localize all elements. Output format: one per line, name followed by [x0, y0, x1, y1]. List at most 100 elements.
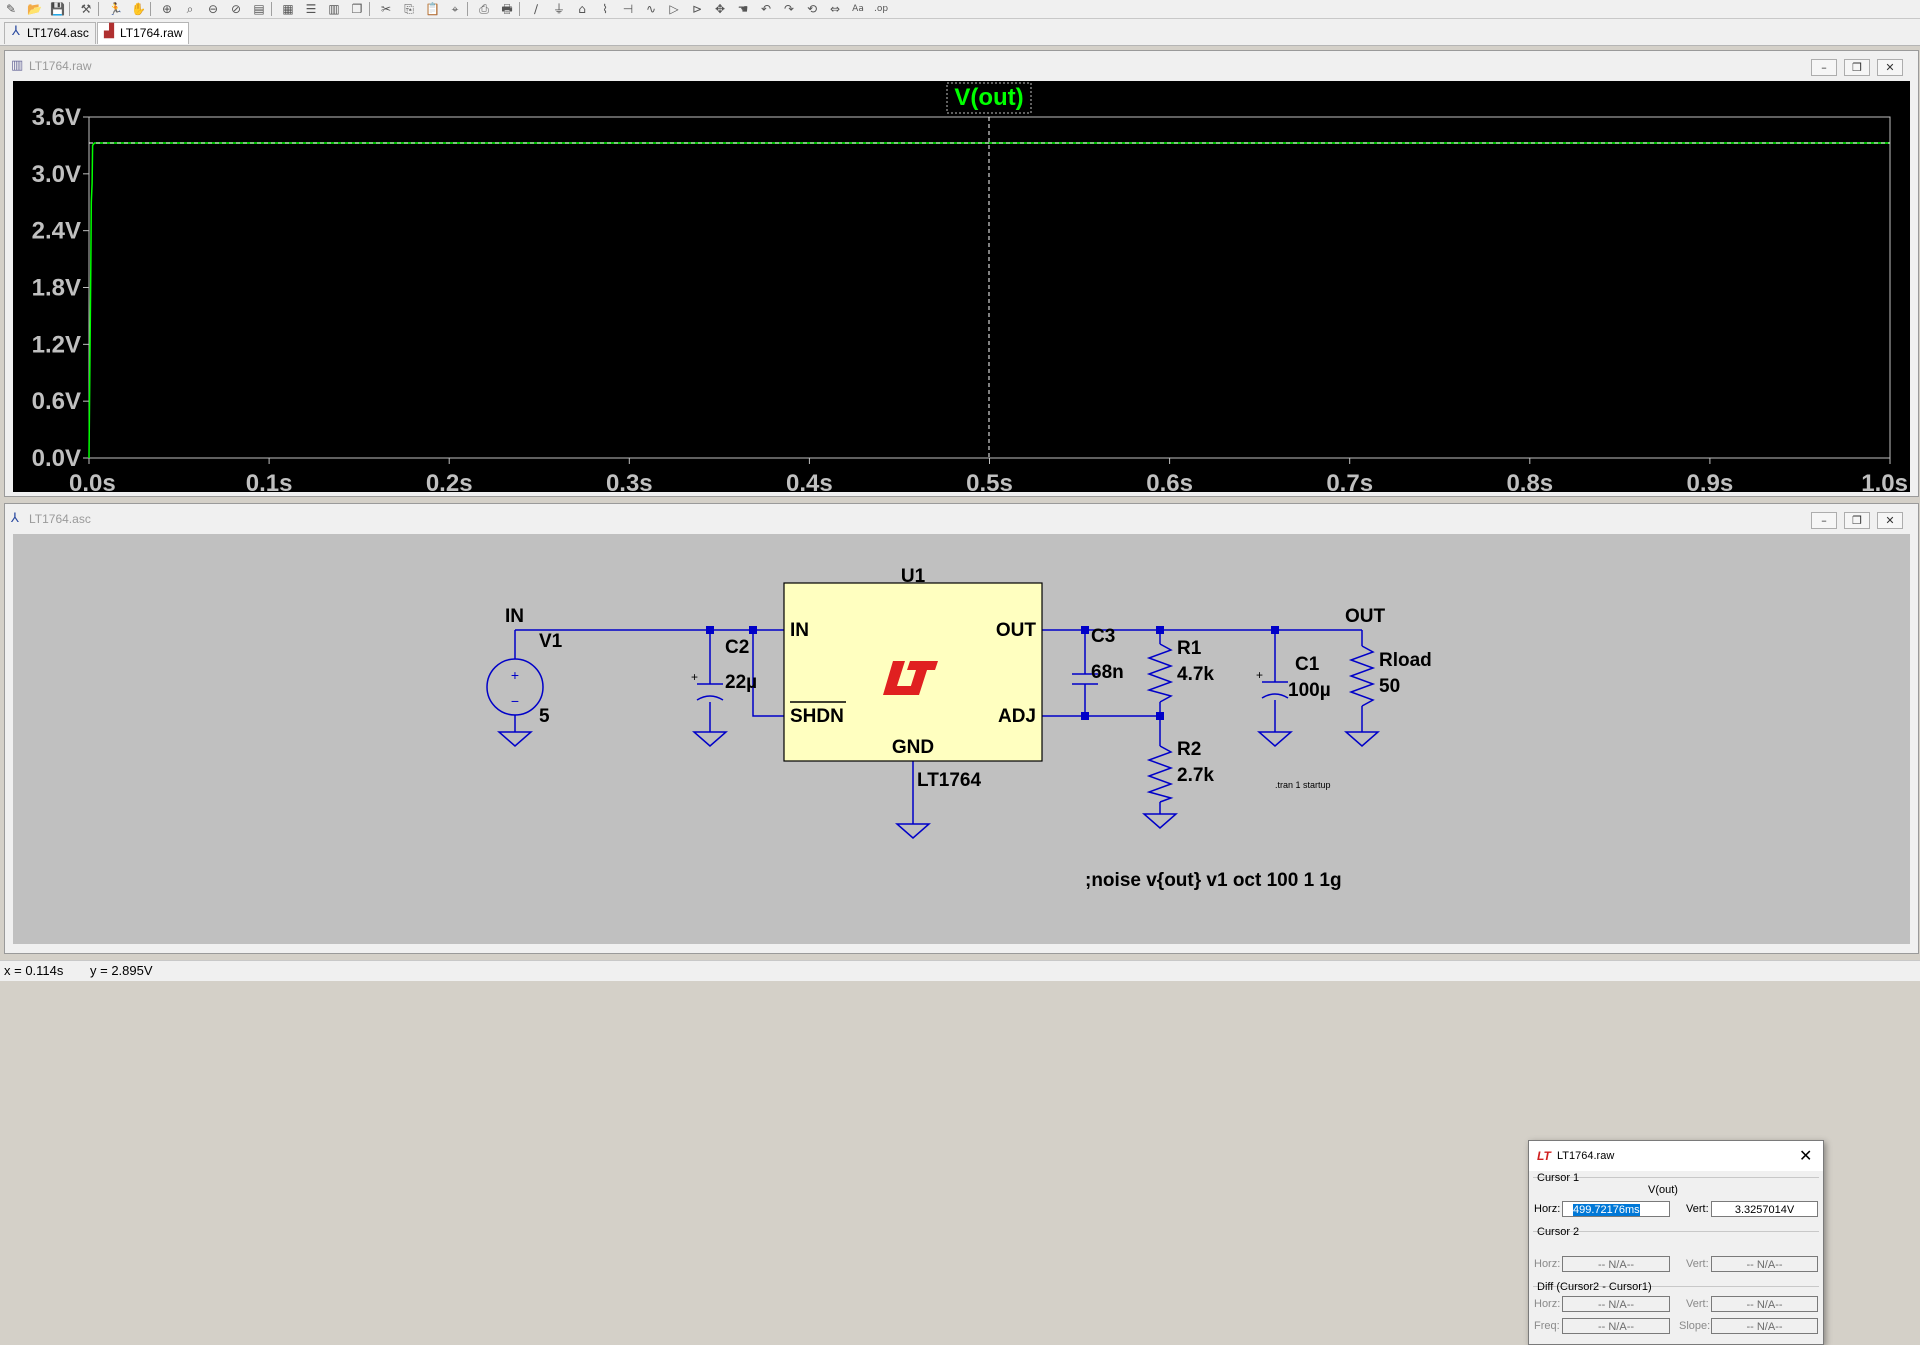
drag-icon[interactable]: ☚	[737, 2, 749, 16]
cursor-readout-dialog[interactable]: LT LT1764.raw ✕ Cursor 1 V(out) Horz: 49…	[1528, 1140, 1824, 1345]
status-y-readout: y = 2.895V	[90, 963, 153, 978]
v1-value: 5	[539, 706, 550, 727]
spice-directive-tran[interactable]: .tran 1 startup	[1275, 780, 1331, 790]
freq-field[interactable]: -- N/A--	[1562, 1318, 1670, 1334]
spice-directive-icon[interactable]: .op	[874, 4, 889, 14]
cursor2-horz-field[interactable]: -- N/A--	[1562, 1256, 1670, 1272]
pin-adj-label: ADJ	[998, 706, 1036, 727]
diff-label: Diff (Cursor2 - Cursor1)	[1537, 1281, 1652, 1293]
autorange-icon[interactable]: ▤	[253, 2, 265, 16]
capacitor-c2[interactable]	[696, 683, 724, 701]
zoom-in-icon[interactable]: ⊕	[161, 2, 173, 16]
slope-field[interactable]: -- N/A--	[1711, 1318, 1818, 1334]
pin-shdn-label: SHDN	[790, 706, 844, 727]
resistor-r2[interactable]	[1146, 745, 1174, 803]
inductor-icon[interactable]: ∿	[645, 2, 657, 16]
waveform-window-titlebar: ▥ LT1764.raw – ❐ ✕	[5, 51, 1918, 81]
diode-icon[interactable]: ▷	[669, 2, 679, 16]
cursor1-horz-field[interactable]: 499.72176ms	[1562, 1201, 1670, 1217]
slope-label: Slope:	[1679, 1320, 1711, 1332]
new-schematic-icon[interactable]: ✎	[5, 2, 17, 16]
close-icon[interactable]: ✕	[1799, 1146, 1813, 1165]
restore-button[interactable]: ❐	[1844, 512, 1870, 529]
resistor-rload[interactable]	[1348, 645, 1376, 707]
find-icon[interactable]: ⌖	[451, 2, 459, 16]
schematic-window: ⅄ LT1764.asc – ❐ ✕	[4, 503, 1919, 1345]
pin-gnd-label: GND	[892, 737, 934, 758]
rotate-icon[interactable]: ⟲	[806, 2, 818, 16]
ic-part-name: LT1764	[917, 770, 982, 791]
net-label-out: OUT	[1345, 606, 1386, 627]
cursor2-label: Cursor 2	[1537, 1226, 1580, 1238]
capacitor-c3[interactable]	[1072, 673, 1098, 685]
cut-icon[interactable]: ✂	[380, 2, 392, 16]
label-icon[interactable]: ⌂	[578, 2, 586, 16]
trace-label-box[interactable]	[946, 82, 1032, 114]
run-icon[interactable]: 🏃	[108, 2, 123, 16]
capacitor-c1[interactable]	[1261, 681, 1289, 699]
tab-lt1764-asc[interactable]: ⅄ LT1764.asc	[4, 22, 96, 44]
schematic-drawing: U1 IN SHDN GND OUT ADJ LT1764 + − IN V1 …	[486, 566, 1432, 891]
x-tick-label: 0.4s	[786, 470, 833, 492]
redo-icon[interactable]: ↷	[783, 2, 795, 16]
net-label-in: IN	[505, 606, 524, 627]
lt-logo-icon: LT	[1537, 1149, 1551, 1163]
print-icon[interactable]: 🖶	[501, 2, 513, 16]
close-button[interactable]: ✕	[1877, 59, 1903, 76]
lt1764-ic-body[interactable]	[783, 582, 1043, 762]
open-icon[interactable]: 📂	[27, 2, 42, 16]
component-icon[interactable]: ⊳	[691, 2, 703, 16]
diff-vert-field[interactable]: -- N/A--	[1711, 1296, 1818, 1312]
paste-icon[interactable]: 📋	[425, 2, 440, 16]
cursor1-trace-name: V(out)	[1648, 1184, 1678, 1196]
undo-icon[interactable]: ↶	[760, 2, 772, 16]
text-icon[interactable]: Aa	[852, 4, 864, 14]
cursor2-vert-label: Vert:	[1686, 1258, 1709, 1270]
resistor-r1[interactable]	[1146, 643, 1174, 703]
tile-horizontal-icon[interactable]: ☰	[305, 2, 317, 16]
tab-label: LT1764.raw	[120, 26, 183, 40]
r2-refdes: R2	[1177, 739, 1201, 760]
cursor1-vert-field[interactable]: 3.3257014V	[1711, 1201, 1818, 1217]
mirror-icon[interactable]: ⇔	[829, 2, 841, 16]
waveform-icon: ▟	[104, 24, 114, 39]
cascade-icon[interactable]: ❐	[351, 2, 363, 16]
spice-comment-noise[interactable]: ;noise v{out} v1 oct 100 1 1g	[1085, 870, 1342, 891]
ground-icon[interactable]: ⏚	[552, 2, 565, 16]
minimize-button[interactable]: –	[1811, 512, 1837, 529]
x-tick-label: 0.3s	[606, 470, 653, 492]
save-icon[interactable]: 💾	[50, 2, 65, 16]
copy-icon[interactable]: ⎘	[404, 2, 414, 16]
schematic-canvas[interactable]: U1 IN SHDN GND OUT ADJ LT1764 + − IN V1 …	[13, 534, 1910, 1345]
schematic-icon: ⅄	[12, 24, 20, 39]
y-tick-label: 3.6V	[32, 104, 81, 131]
v1-refdes: V1	[539, 631, 563, 652]
zoom-out-icon[interactable]: ⊖	[207, 2, 219, 16]
cursor2-horz-label: Horz:	[1534, 1258, 1561, 1270]
trace-label[interactable]: V(out)	[954, 84, 1023, 111]
window-title: LT1764.asc	[29, 512, 91, 526]
print-setup-icon[interactable]: ⎙	[479, 2, 489, 16]
resistor-icon[interactable]: ⌇	[602, 2, 608, 16]
tile-vertical-icon[interactable]: ▥	[328, 2, 340, 16]
wire-icon[interactable]: ∕	[533, 2, 539, 16]
control-panel-icon[interactable]: ⚒	[80, 2, 92, 16]
voltage-source-v1[interactable]: + −	[486, 658, 544, 716]
dialog-title: LT1764.raw	[1557, 1150, 1615, 1162]
capacitor-icon[interactable]: ⊣	[622, 2, 634, 16]
tab-lt1764-raw[interactable]: ▟ LT1764.raw	[97, 22, 190, 44]
close-button[interactable]: ✕	[1877, 512, 1903, 529]
x-tick-label: 1.0s	[1861, 470, 1908, 492]
fft-icon[interactable]: ▦	[282, 2, 294, 16]
diff-horz-field[interactable]: -- N/A--	[1562, 1296, 1670, 1312]
zoom-area-icon[interactable]: ⌕	[186, 2, 194, 16]
restore-button[interactable]: ❐	[1844, 59, 1870, 76]
zoom-cancel-icon[interactable]: ⊘	[230, 2, 242, 16]
linear-technology-logo	[883, 661, 938, 695]
halt-icon[interactable]: ✋	[131, 2, 146, 16]
minimize-button[interactable]: –	[1811, 59, 1837, 76]
move-icon[interactable]: ✥	[714, 2, 726, 16]
cursor2-vert-field[interactable]: -- N/A--	[1711, 1256, 1818, 1272]
